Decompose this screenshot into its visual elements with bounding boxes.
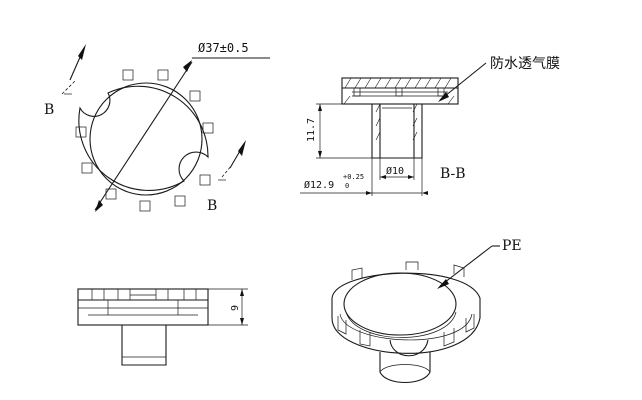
section-mark-right: B xyxy=(207,198,217,214)
front-view-stem xyxy=(121,325,167,366)
iso-notch xyxy=(389,339,429,357)
section-line-upper xyxy=(61,79,77,95)
top-view: Ø37±0.5 B B xyxy=(44,41,270,214)
top-view-outer-ring xyxy=(78,85,209,191)
section-mark-left: B xyxy=(44,102,54,118)
leader-arrow-bottom xyxy=(95,200,103,212)
leader-arrow-top xyxy=(183,60,192,72)
front-view: 9 xyxy=(77,288,248,366)
pe-label: PE xyxy=(502,238,522,254)
iso-tabs xyxy=(337,261,475,347)
iso-ring-top xyxy=(331,272,481,299)
dim-base-tol-lower: 0 xyxy=(345,182,349,190)
section-title: B-B xyxy=(440,166,466,182)
front-view-body xyxy=(77,288,209,326)
dim-height-label: 11.7 xyxy=(306,118,317,142)
top-view-inner-ring xyxy=(89,82,203,196)
outer-diameter-label: Ø37±0.5 xyxy=(198,41,249,55)
iso-stem xyxy=(379,352,431,383)
section-line-lower xyxy=(221,164,233,178)
dim-stem-label: Ø10 xyxy=(386,165,404,177)
dim-base-label: Ø12.9 xyxy=(304,179,334,191)
section-hatching xyxy=(343,77,455,141)
isometric-view: PE xyxy=(331,238,522,383)
pe-leader xyxy=(439,245,493,287)
membrane-label: 防水透气膜 xyxy=(490,56,560,72)
dim-front-height-label: 9 xyxy=(230,305,241,311)
membrane-leader xyxy=(439,62,487,101)
iso-top-disc xyxy=(343,272,457,336)
section-cap xyxy=(341,77,459,105)
section-view: 防水透气膜 11.7 Ø10 Ø12.9 +0.25 0 B-B xyxy=(300,56,560,196)
top-view-tabs xyxy=(75,69,214,212)
diameter-leader xyxy=(94,61,193,211)
section-stem xyxy=(371,104,423,159)
iso-base-bottom xyxy=(331,317,481,354)
dim-base-tol-upper: +0.25 xyxy=(343,173,364,181)
